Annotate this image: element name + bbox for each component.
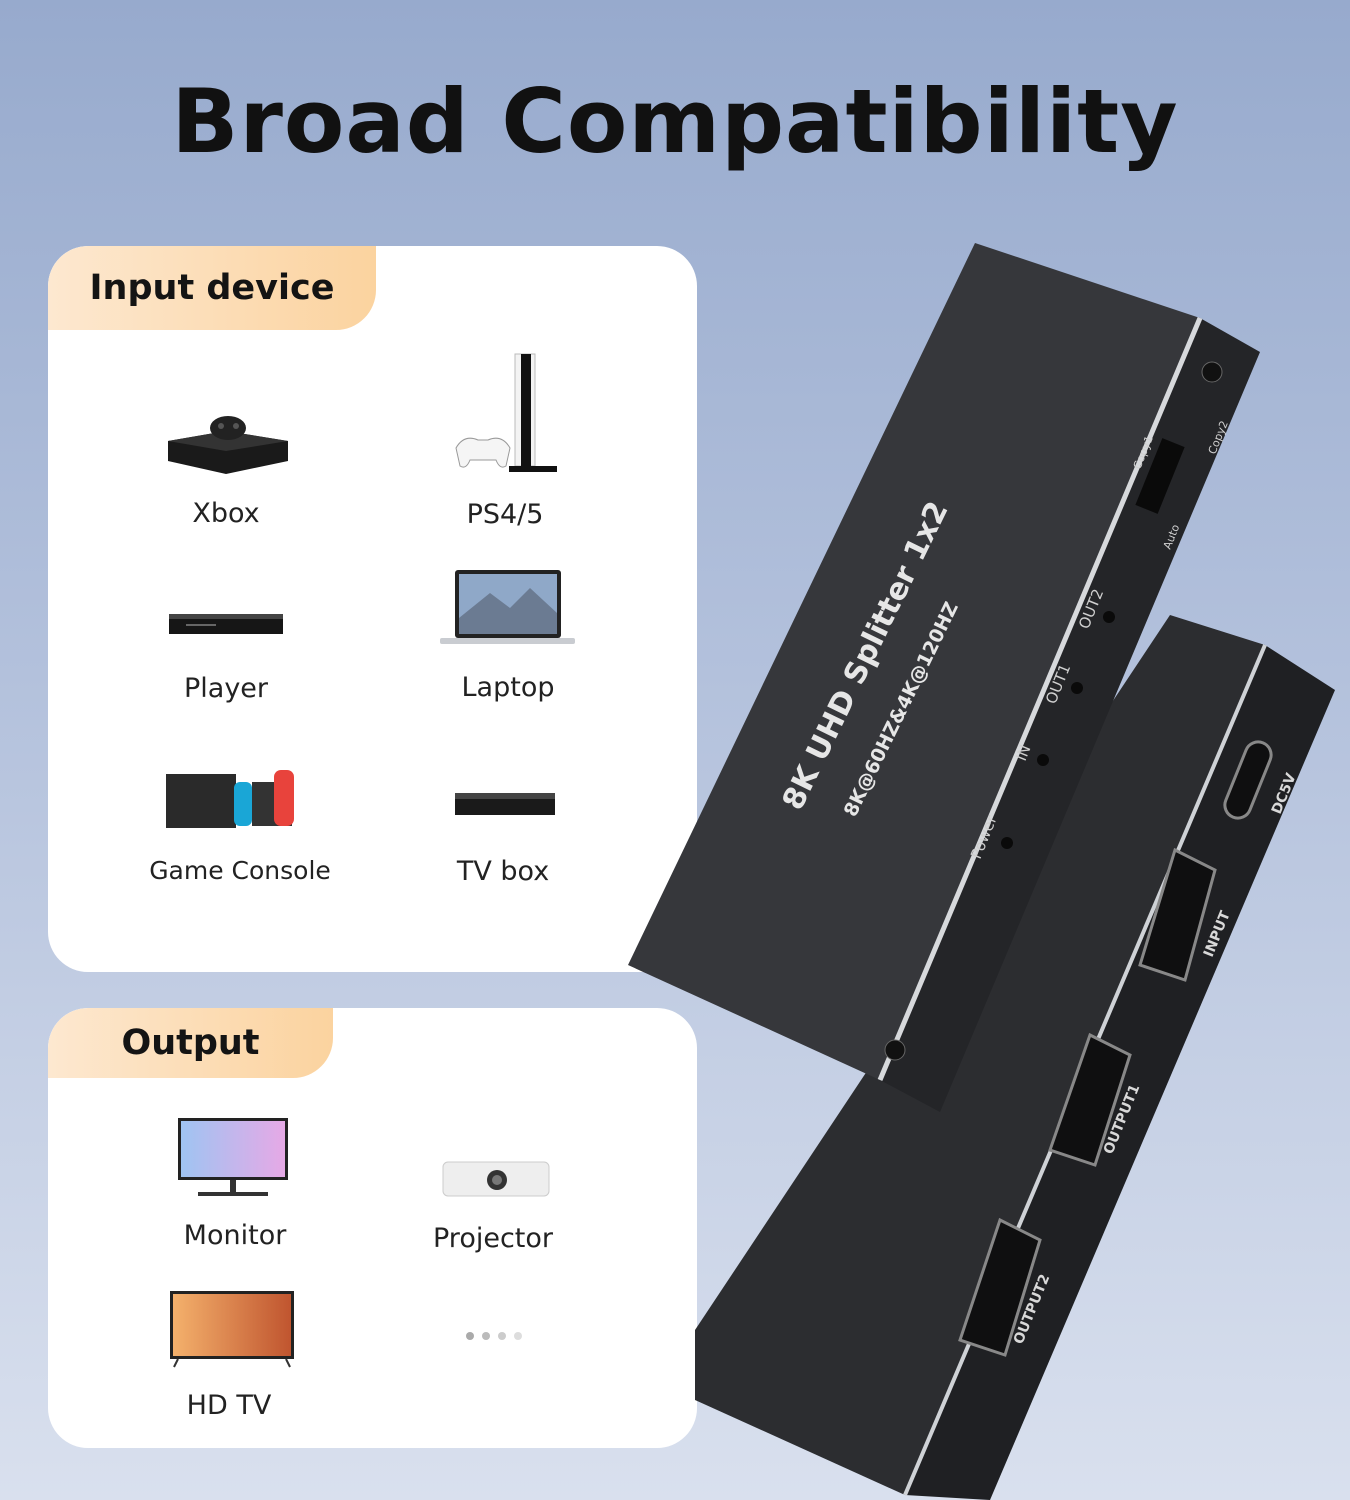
item-label: Laptop xyxy=(461,672,555,703)
projector-icon xyxy=(442,1161,550,1197)
usb-c-port xyxy=(1223,740,1273,820)
output-heading: Output xyxy=(48,1008,333,1078)
more-dots-icon xyxy=(466,1332,522,1340)
screw-icon xyxy=(1201,361,1223,383)
input-device-card: Input device Xbox PS4/5 Player Laptop Ga… xyxy=(48,246,697,972)
splitter-front-unit: 8K UHD Splitter 1x2 8K@60HZ&4K@120HZ Pow… xyxy=(628,243,1260,1112)
led-label: IN xyxy=(1012,742,1035,763)
in-led xyxy=(1037,754,1049,766)
monitor-icon xyxy=(178,1118,288,1196)
item-label: TV box xyxy=(456,856,550,887)
item-label: Game Console xyxy=(149,856,331,885)
screw-icon xyxy=(884,1039,906,1061)
tv-box-icon xyxy=(455,793,555,815)
power-led xyxy=(1001,837,1013,849)
output2-port xyxy=(958,1217,1042,1357)
page-title: Broad Compatibility xyxy=(171,70,1179,173)
out1-led xyxy=(1071,682,1083,694)
blu-ray-player-icon xyxy=(169,614,283,634)
output-card: Output Monitor Projector HD TV xyxy=(48,1008,697,1448)
item-label: Projector xyxy=(433,1223,553,1254)
output1-port xyxy=(1048,1032,1132,1167)
input-device-heading: Input device xyxy=(48,246,376,330)
xbox-console-icon xyxy=(168,416,288,474)
item-label: Player xyxy=(183,673,269,704)
switch-console-icon xyxy=(166,770,294,828)
input-port xyxy=(1138,847,1217,982)
out2-led xyxy=(1103,611,1115,623)
item-label: HD TV xyxy=(186,1390,272,1421)
playstation-console-icon xyxy=(455,353,557,472)
item-label: Monitor xyxy=(183,1220,287,1251)
item-label: Xbox xyxy=(192,498,260,529)
laptop-icon xyxy=(440,570,575,644)
item-label: PS4/5 xyxy=(466,499,544,530)
tv-icon xyxy=(170,1291,294,1368)
mode-switch xyxy=(1135,438,1185,514)
